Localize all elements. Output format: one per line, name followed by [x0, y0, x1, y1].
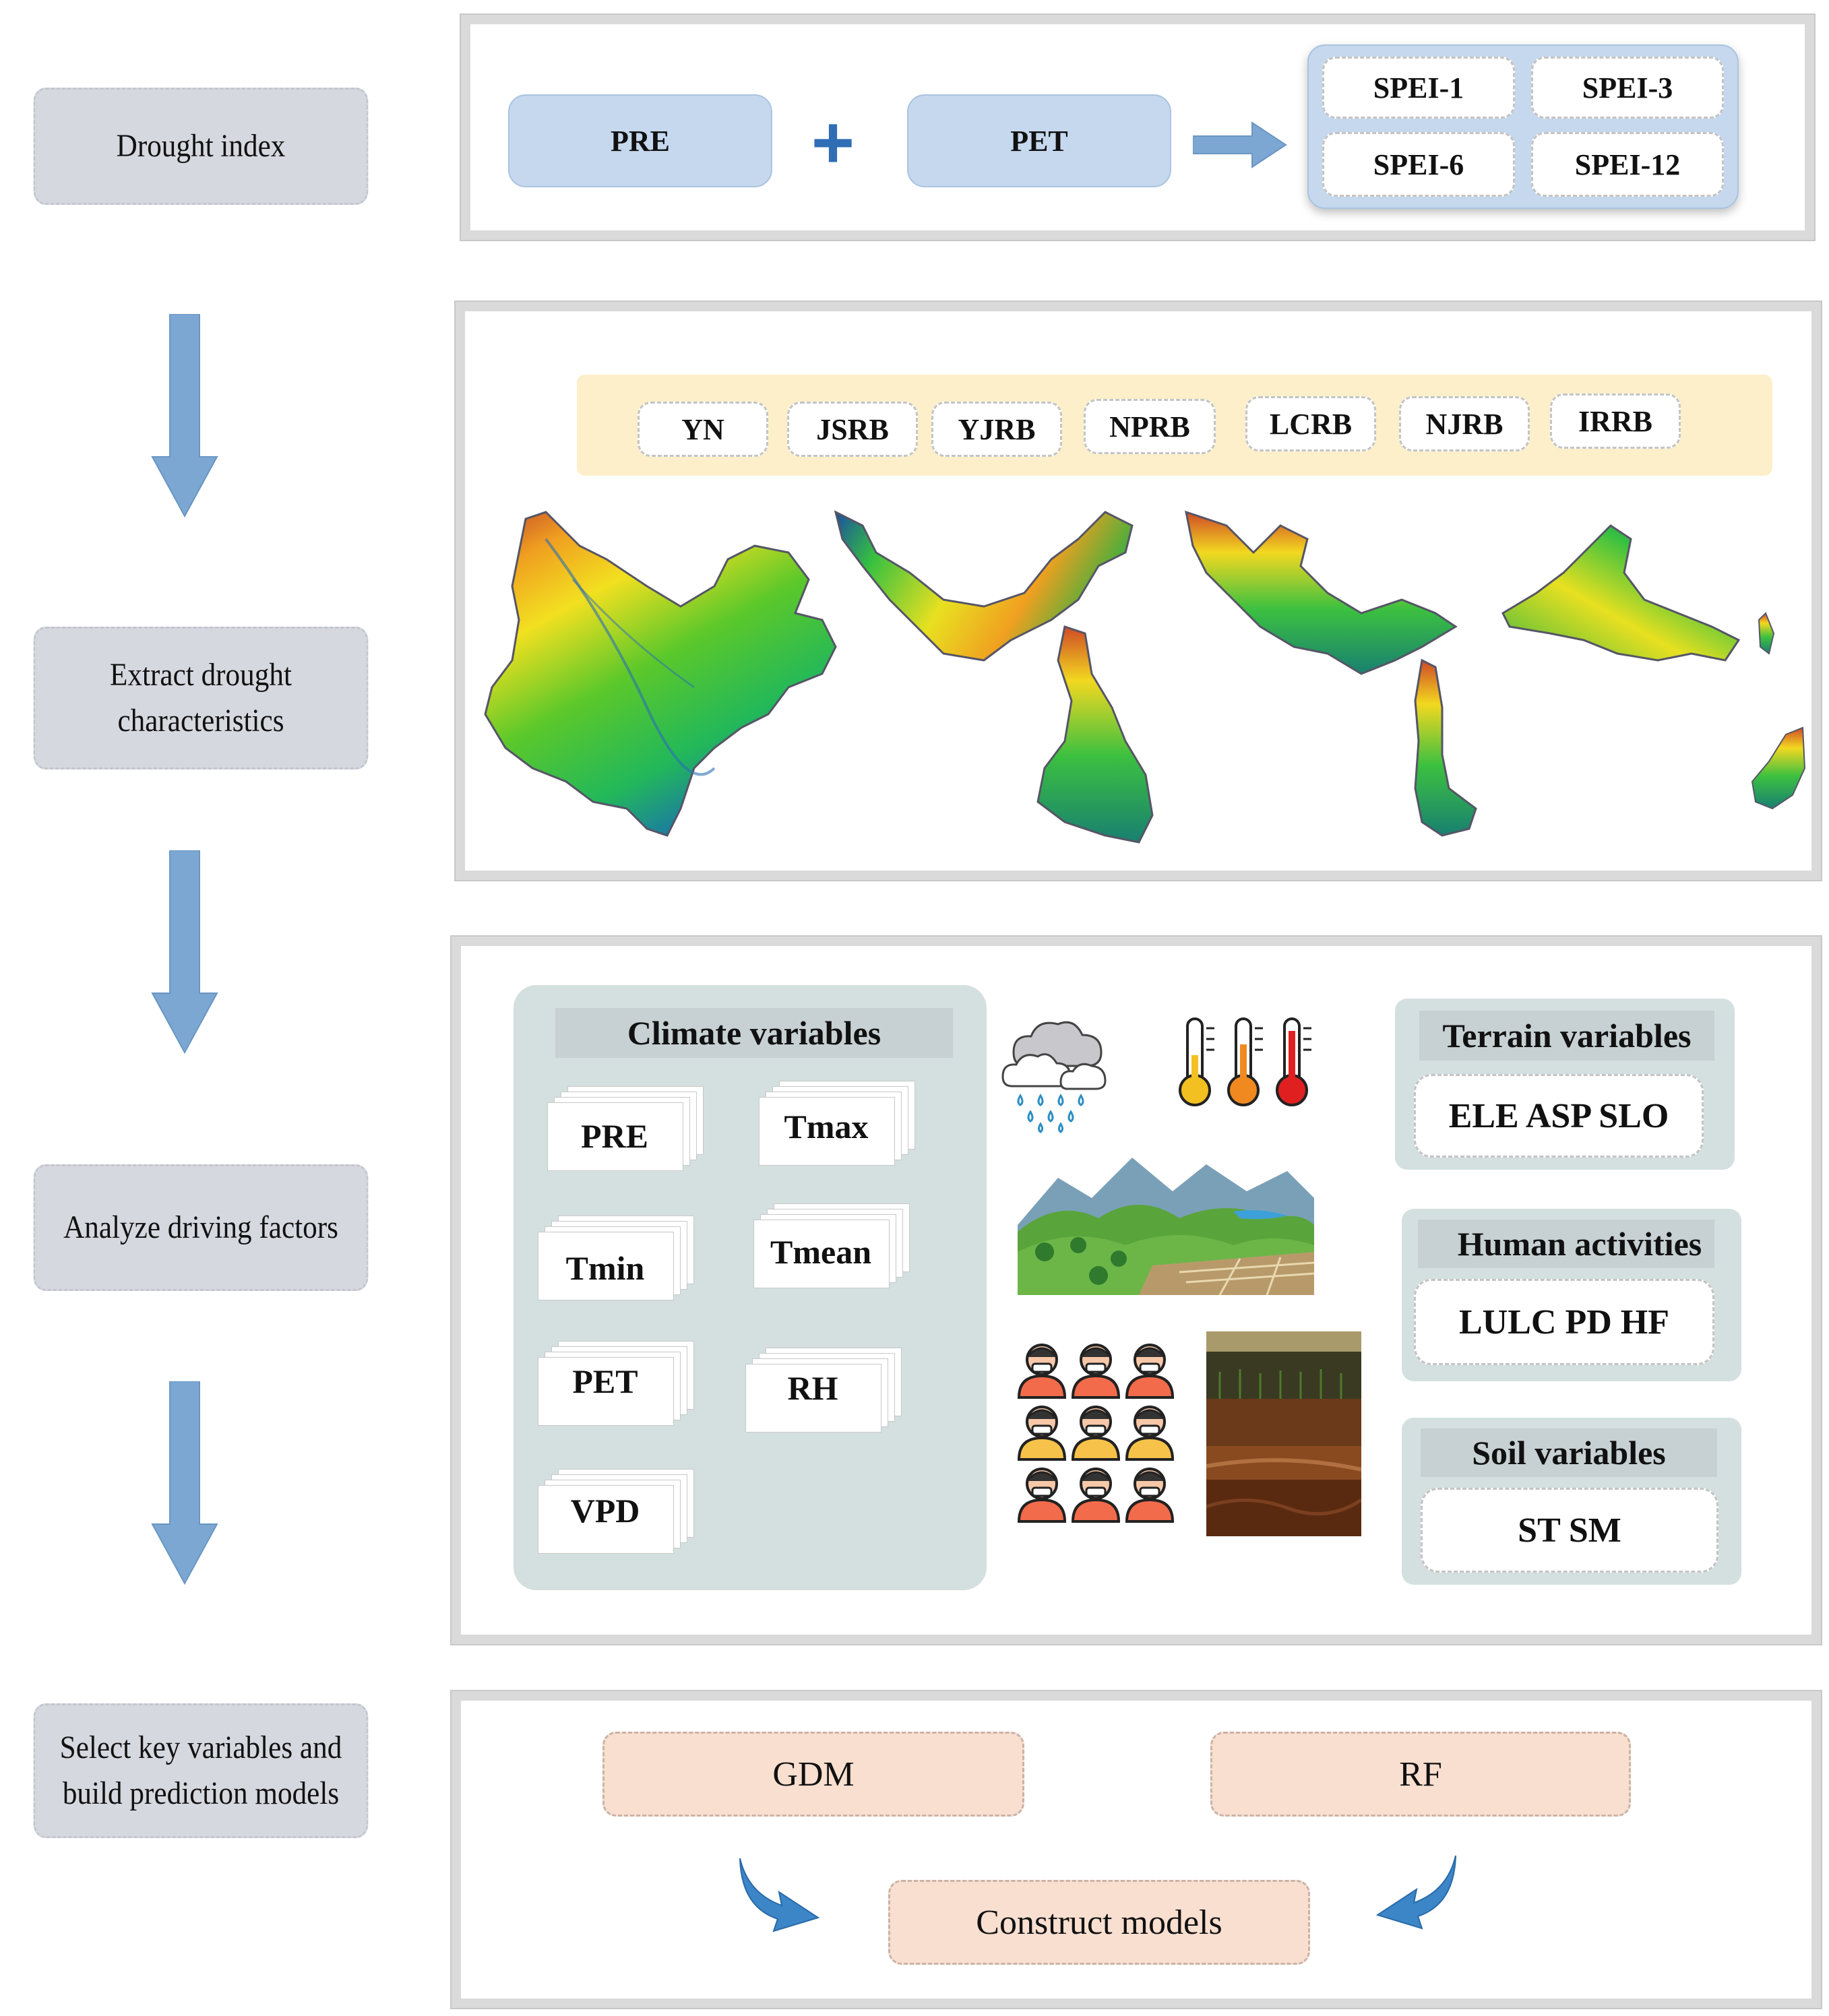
- climate-var-pet: PET: [538, 1341, 694, 1426]
- rf-box: RF: [1210, 1732, 1631, 1817]
- step-extract-characteristics: Extract drought characteristics: [33, 627, 369, 769]
- right-arrow: [1193, 121, 1287, 168]
- human-activities-box: LULC PD HF: [1414, 1279, 1714, 1365]
- step-build-models: Select key variables and build predictio…: [33, 1703, 369, 1838]
- basin-nprb: NPRB: [1084, 399, 1216, 454]
- plus-sign: +: [811, 101, 855, 184]
- basin-map-image: [484, 510, 1806, 844]
- climate-variables-title: Climate variables: [555, 1008, 953, 1058]
- soil-variables-title: Soil variables: [1421, 1428, 1717, 1477]
- basin-yn: YN: [638, 402, 768, 457]
- climate-var-vpd: VPD: [538, 1469, 694, 1554]
- spei-12-chip: SPEI-12: [1531, 132, 1724, 197]
- pre-box: PRE: [508, 94, 772, 187]
- basin-jsrb: JSRB: [787, 402, 918, 457]
- rain-cloud-icon: [1001, 1021, 1107, 1133]
- basin-irrb: IRRB: [1550, 393, 1681, 449]
- soil-variables-box: ST SM: [1421, 1488, 1718, 1573]
- basin-yjrb: YJRB: [931, 402, 1062, 457]
- basin-njrb: NJRB: [1399, 396, 1530, 451]
- construct-models-box: Construct models: [888, 1880, 1310, 1965]
- curved-arrow-right: [1375, 1855, 1456, 1930]
- thermometer-icon: [1179, 1017, 1311, 1106]
- down-arrow-3: [151, 1381, 218, 1585]
- terrain-variables-box: ELE ASP SLO: [1414, 1074, 1704, 1158]
- spei-6-chip: SPEI-6: [1322, 132, 1515, 197]
- climate-var-rh: RH: [745, 1348, 902, 1432]
- landscape-image: [1018, 1151, 1314, 1295]
- climate-var-tmax: Tmax: [759, 1081, 915, 1166]
- down-arrow-2: [151, 850, 218, 1054]
- climate-var-pre: PRE: [547, 1086, 704, 1171]
- spei-3-chip: SPEI-3: [1531, 57, 1724, 119]
- step-analyze-factors: Analyze driving factors: [33, 1164, 369, 1291]
- pet-box: PET: [907, 94, 1171, 187]
- spei-1-chip: SPEI-1: [1322, 57, 1515, 119]
- human-activities-title: Human activities: [1418, 1220, 1714, 1268]
- basin-lcrb: LCRB: [1245, 396, 1376, 451]
- down-arrow-1: [151, 314, 218, 517]
- soil-profile-image: [1206, 1331, 1361, 1536]
- curved-arrow-left: [739, 1858, 820, 1932]
- climate-var-tmin: Tmin: [538, 1216, 694, 1300]
- climate-var-tmean: Tmean: [753, 1203, 910, 1288]
- gdm-box: GDM: [602, 1732, 1024, 1817]
- terrain-variables-title: Terrain variables: [1419, 1011, 1714, 1061]
- people-icon: [1017, 1344, 1175, 1523]
- step-drought-index: Drought index: [33, 88, 369, 205]
